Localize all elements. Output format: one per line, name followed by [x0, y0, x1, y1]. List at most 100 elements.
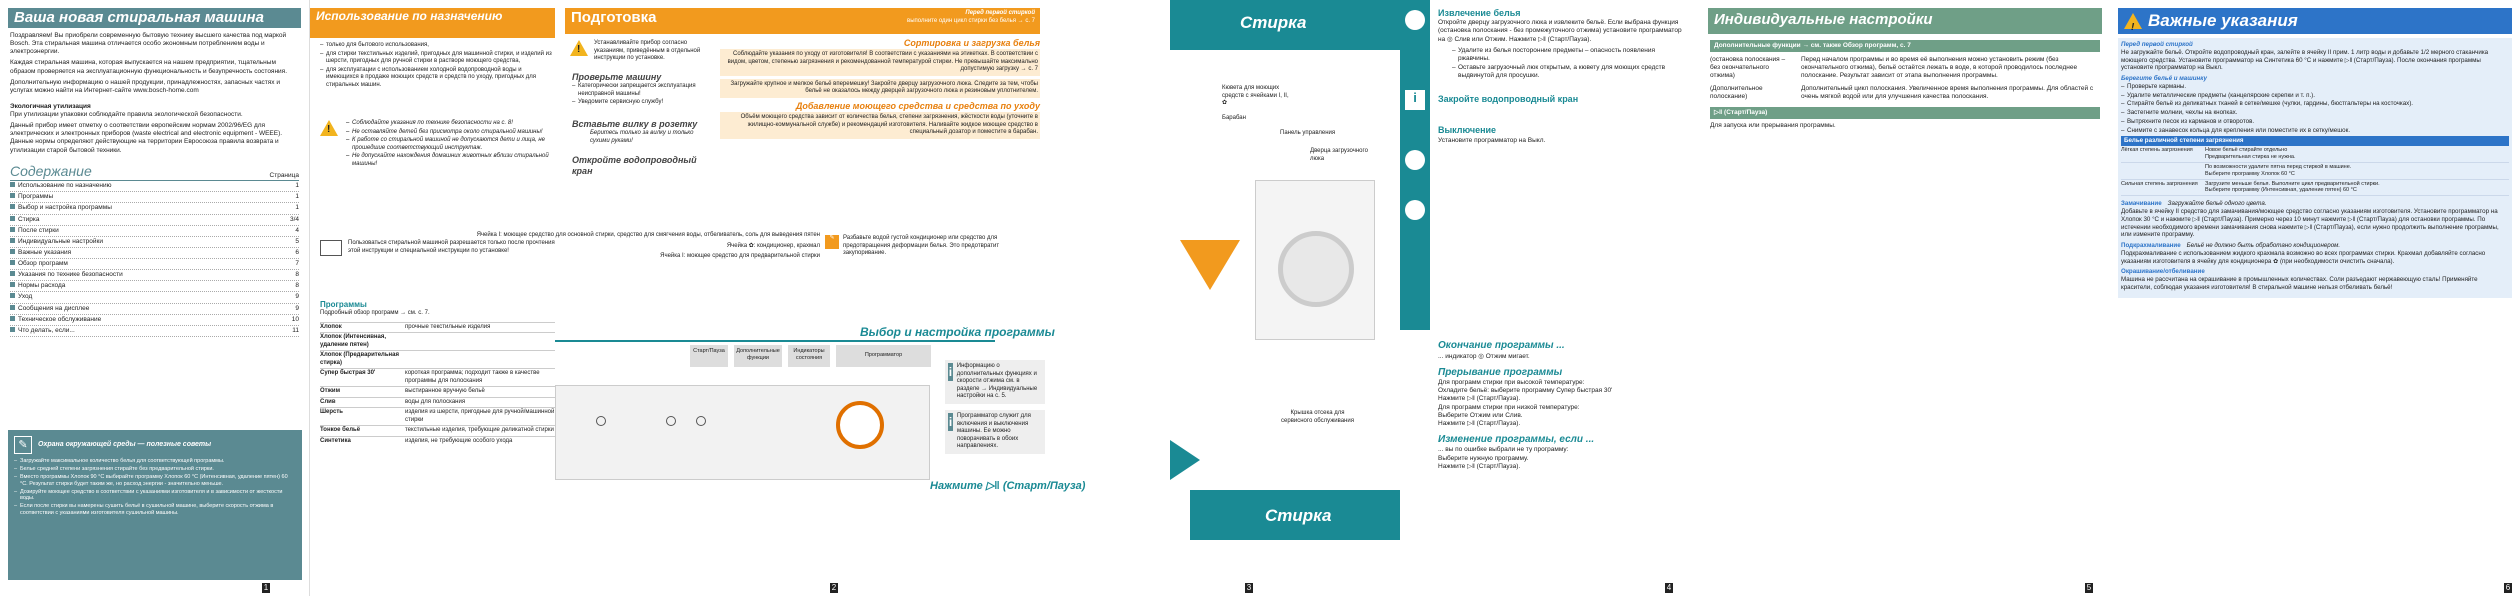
toc-page-number: 1	[295, 193, 299, 201]
prep-first-title: Перед первой стиркой	[965, 10, 1035, 16]
toc-bullet	[10, 226, 15, 232]
dye-text: Машина не рассчитана на окрашивание в пр…	[2121, 276, 2478, 291]
check-list: Категорически запрещается эксплуатация н…	[572, 83, 712, 107]
page-2: Использование по назначению только для б…	[310, 0, 1170, 596]
first-wash-text: Не загружайте бельё. Откройте водопровод…	[2121, 48, 2489, 72]
program-row: Супер быстрая 30'короткая программа; под…	[320, 368, 555, 386]
toc-page-number: 3/4	[289, 215, 299, 223]
care-item: Удалите металлические предметы (канцеляр…	[2121, 92, 2509, 100]
toc-page-number: 10	[291, 315, 299, 323]
eco-tip: Дозируйте моющее средство в соответствии…	[14, 489, 296, 503]
info-icon: i	[1405, 90, 1425, 110]
toc-page-number: 9	[295, 304, 299, 312]
warning-item: К работе со стиральной машиной не допуск…	[346, 137, 555, 152]
disposal-paragraph: Данный прибор имеет отметку о соответств…	[10, 122, 283, 154]
toc-bullet	[10, 315, 15, 321]
page-title: Индивидуальные настройки	[1708, 8, 2102, 34]
page-number: 1	[262, 583, 270, 593]
check-item: Уведомите сервисную службу!	[572, 99, 712, 107]
start-pause-text: Для запуска или прерывания программы.	[1710, 121, 1836, 129]
soil-advice-line: Загрузите меньше белья. Выполните цикл п…	[2205, 180, 2380, 187]
toc-bullet	[10, 304, 15, 310]
program-name: Шерсть	[320, 409, 343, 415]
toc-bullet	[10, 326, 15, 332]
soil-row: По возможности удалите пятна перед стирк…	[2121, 163, 2509, 180]
program-selector-dial[interactable]	[836, 401, 884, 449]
panel-label: Программатор	[836, 345, 931, 367]
power-icon	[1405, 200, 1425, 220]
usage-item: только для бытового использования,	[320, 42, 555, 50]
care-item: Вытряхните песок из карманов и отворотов…	[2121, 118, 2509, 126]
pen-icon: ✎	[825, 235, 839, 249]
toc-bullet	[10, 215, 15, 221]
interrupt-line: Нажмите ▷‖ (Старт/Пауза).	[1438, 395, 1521, 403]
toc-row: Сообщения на дисплее 9	[10, 304, 299, 315]
toc-bullet	[10, 260, 15, 265]
end-title: Окончание программы ...	[1438, 340, 1565, 351]
check-item: Категорически запрещается эксплуатация н…	[572, 83, 712, 98]
warning-item: Не оставляйте детей без присмотра около …	[346, 129, 555, 137]
toc-page-number: 9	[295, 293, 299, 301]
toc-entry: После стирки	[18, 226, 59, 234]
care-item: Проверьте карманы.	[2121, 83, 2509, 91]
tray-note: Ячейка I: моющее средство для предварите…	[660, 253, 820, 259]
change-line: ... вы по ошибке выбрали не ту программу…	[1438, 446, 1569, 454]
soil-level: Сильная степень загрязнения	[2121, 180, 2198, 187]
change-title: Изменение программы, если ...	[1438, 433, 1595, 445]
toc-entry: Использование по назначению	[18, 182, 112, 190]
off-text: Установите программатор на Выкл.	[1438, 136, 1546, 144]
soil-advice-line: По возможности удалите пятна перед стирк…	[2205, 163, 2352, 170]
step-number: 2	[1180, 310, 1187, 324]
program-description: изделия из шерсти, пригодные для ручной/…	[405, 409, 555, 423]
warning-icon: !	[320, 120, 338, 136]
first-wash-title: Перед первой стиркой	[2121, 41, 2193, 48]
plug-note: Беритесь только за вилку и только сухими…	[590, 130, 694, 144]
label-drum: Барабан	[1222, 115, 1246, 121]
program-name: Супер быстрая 30'	[320, 370, 376, 376]
toc-title: Содержание	[10, 162, 92, 179]
program-name: Отжим	[320, 388, 341, 394]
functions-table: (остановка полоскания – без окончательно…	[1710, 56, 2100, 101]
toc-bullet	[10, 282, 15, 288]
program-description: текстильные изделия, требующие деликатно…	[405, 427, 554, 433]
option-button[interactable]	[666, 416, 676, 426]
toc-page-number: 1	[295, 204, 299, 212]
program-name: Хлопок	[320, 323, 342, 330]
functions-title: Дополнительные функции → см. также Обзор…	[1710, 40, 2100, 53]
warning-icon: !	[2124, 13, 2142, 33]
soil-row: Сильная степень загрязнения Загрузите мен…	[2121, 180, 2509, 197]
interrupt-title: Прерывание программы	[1438, 366, 1563, 378]
option-button[interactable]	[696, 416, 706, 426]
panel-labels: Старт/Пауза Дополнительные функции Индик…	[690, 345, 931, 367]
wash-title-bottom: Стирка	[1265, 506, 1332, 525]
start-pause-button[interactable]	[596, 416, 606, 426]
page-5: Индивидуальные настройки Дополнительные …	[1700, 0, 2110, 596]
warning-icon: !	[570, 40, 588, 56]
interrupt-line: Охладите бельё: выберите программу Супер…	[1438, 387, 1613, 395]
page-number: 6	[2504, 583, 2512, 593]
wash-title: Стирка	[1240, 13, 1307, 32]
warning-list: Соблюдайте указания по технике безопасно…	[346, 120, 555, 169]
toc-bullet	[10, 271, 15, 277]
eco-tip: Вместо программы Хлопок 90 °C выбирайте …	[14, 474, 296, 488]
soak-title: Замачивание	[2121, 200, 2162, 208]
start-instruction: Нажмите ▷‖ (Старт/Пауза)	[930, 480, 1086, 492]
select-title: Выбор и настройка программы	[860, 325, 1055, 339]
plug-title: Вставьте вилку в розетку	[572, 118, 698, 129]
toc-bullet	[10, 293, 15, 299]
icon-column: i	[1400, 0, 1430, 330]
toc-page-number: 11	[292, 326, 299, 334]
eco-tip: Белье средней степени загрязнения стирай…	[14, 466, 296, 473]
toc-entry: Сообщения на дисплее	[18, 304, 90, 312]
usage-item: для стирки текстильных изделий, пригодны…	[320, 51, 555, 66]
interrupt-line: Для программ стирки при низкой температу…	[1438, 403, 1580, 411]
